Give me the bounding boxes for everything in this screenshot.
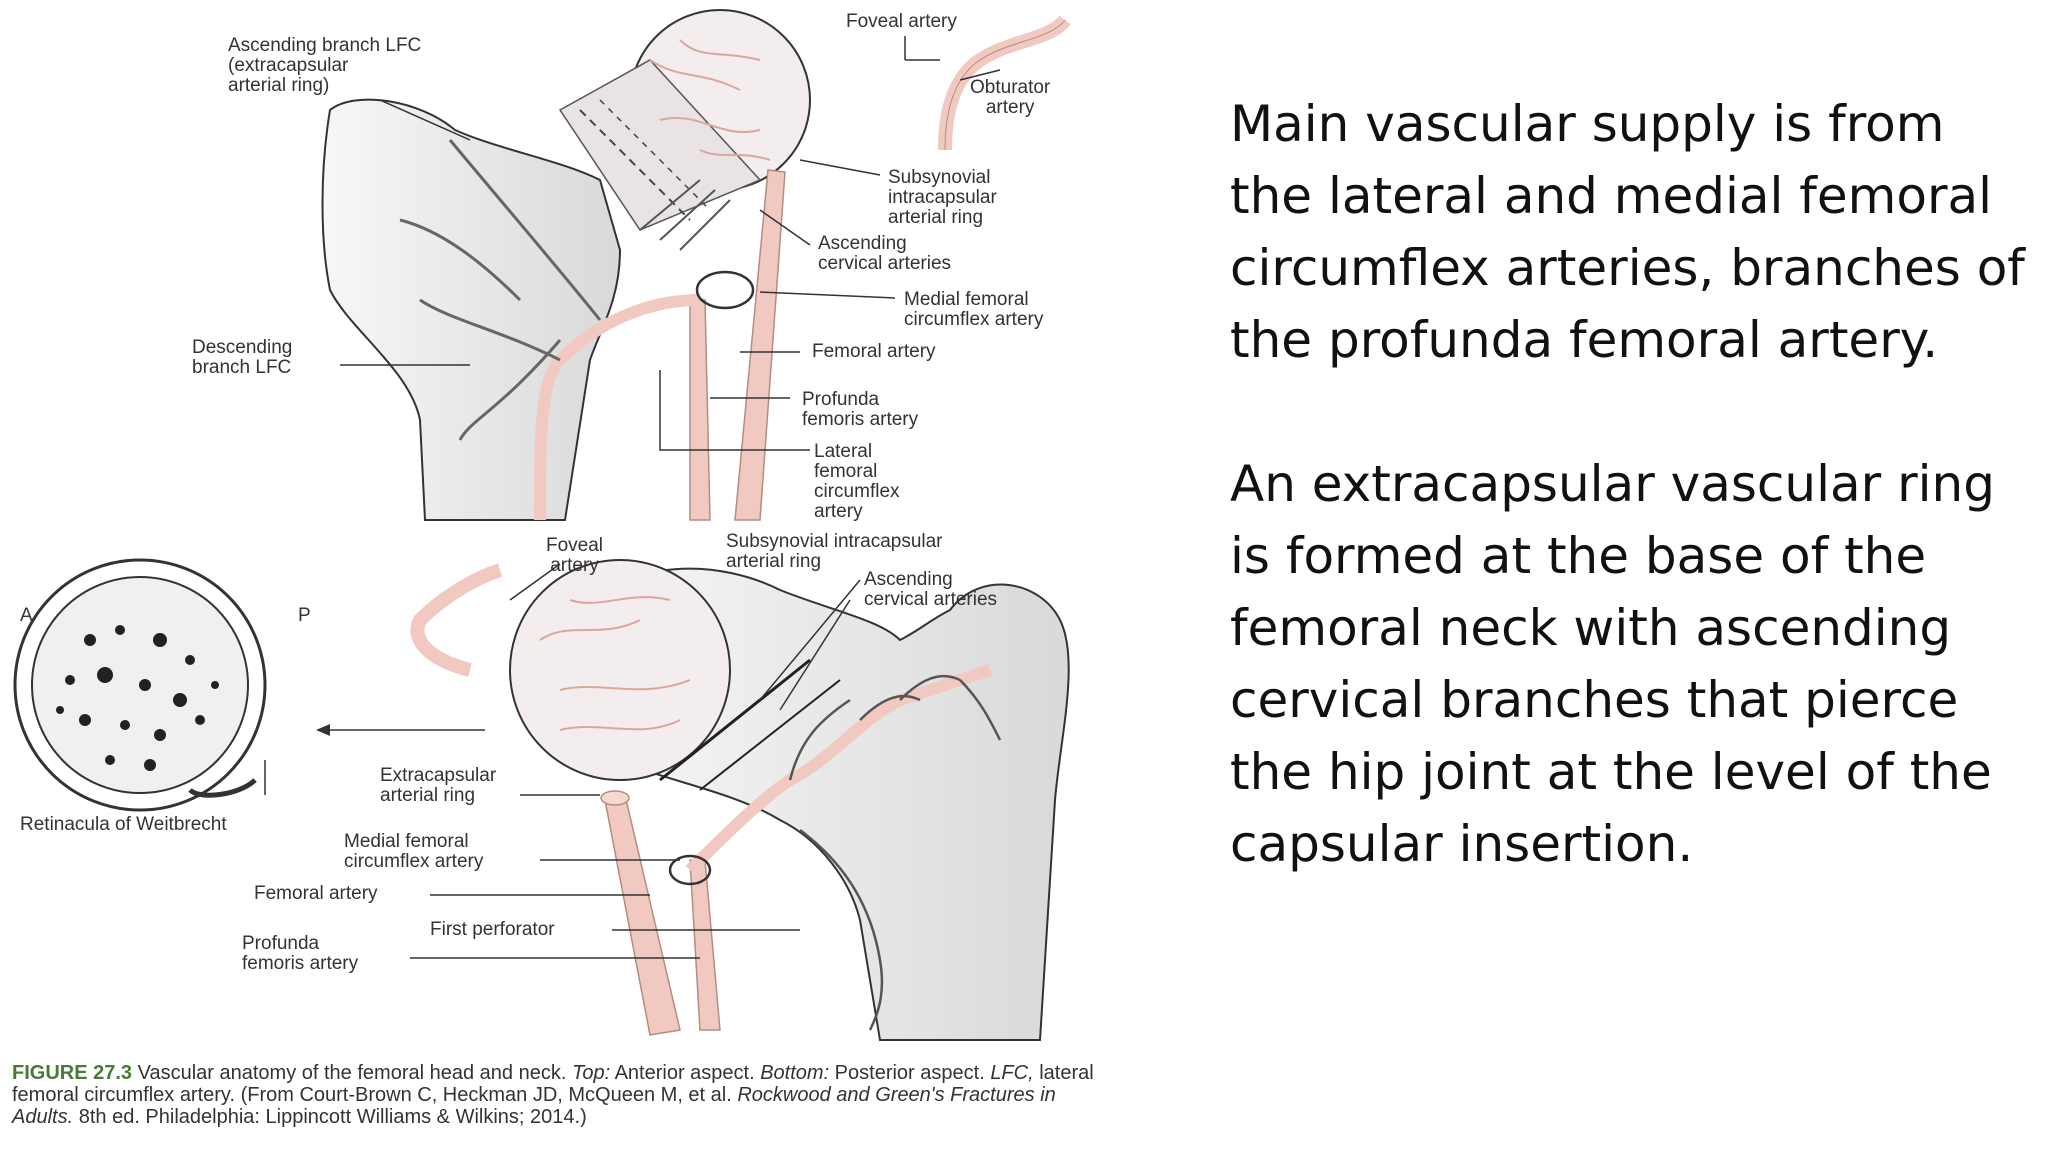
label-top-ascending-cervical: Ascending cervical arteries bbox=[818, 233, 952, 274]
label-bottom-subsynovial-ring: Subsynovial intracapsular arterial ring bbox=[726, 531, 943, 572]
label-cross-section-p: P bbox=[298, 605, 311, 626]
label-top-foveal-artery: Foveal artery bbox=[846, 11, 957, 32]
label-top-profunda-femoris: Profunda femoris artery bbox=[802, 389, 919, 430]
vascular-anatomy-figure: Foveal artery Ascending branch LFC (extr… bbox=[12, 9, 1107, 1128]
label-top-descending-branch-lfc: Descending branch LFC bbox=[192, 337, 293, 378]
label-bottom-profunda-femoris: Profunda femoris artery bbox=[242, 933, 359, 974]
caption-lfc-abbrev: LFC, bbox=[990, 1062, 1034, 1084]
bottom-ring-line-2 bbox=[699, 679, 841, 791]
top-lfc-branches bbox=[399, 139, 602, 441]
label-bottom-medial-femoral-circumflex: Medial femoral circumflex artery bbox=[344, 831, 484, 872]
cross-section-arrow bbox=[316, 724, 330, 736]
bottom-mfc-branches bbox=[788, 674, 1002, 781]
label-top-subsynovial-ring: Subsynovial intracapsular arterial ring bbox=[888, 167, 997, 228]
label-bottom-femoral-artery: Femoral artery bbox=[254, 883, 378, 904]
top-femoral-neck bbox=[558, 59, 762, 231]
bottom-femoral-artery bbox=[604, 794, 681, 1036]
top-neck-line bbox=[579, 109, 691, 221]
femur-illustration bbox=[13, 9, 1071, 1041]
cross-section-vessel bbox=[188, 778, 257, 798]
top-mfc-loop bbox=[695, 270, 755, 310]
bottom-femur-drawing bbox=[410, 559, 1070, 1041]
bottom-femoral-head bbox=[509, 559, 731, 781]
paragraph-extracapsular-ring: An extracapsular vascular ring is formed… bbox=[1230, 455, 1995, 873]
leader-lines bbox=[264, 36, 1001, 959]
caption-book-title: Rockwood and Green's Fractures in Adults… bbox=[12, 1084, 1056, 1128]
cross-section-drawing bbox=[13, 558, 267, 812]
top-cervical-branches bbox=[639, 179, 731, 251]
label-top-medial-femoral-circumflex: Medial femoral circumflex artery bbox=[904, 289, 1044, 330]
label-bottom-first-perforator: First perforator bbox=[430, 919, 555, 940]
caption-text-2: Anterior aspect. bbox=[610, 1062, 761, 1084]
figure-caption: FIGURE 27.3 Vascular anatomy of the femo… bbox=[12, 1062, 1107, 1128]
top-femoral-artery bbox=[734, 169, 786, 521]
bottom-foveal-artery bbox=[410, 563, 503, 677]
bottom-mfc-artery bbox=[685, 664, 992, 875]
bottom-femoral-artery-cut bbox=[600, 790, 630, 806]
label-bottom-foveal-artery: Foveal artery bbox=[546, 535, 604, 576]
paragraph-vascular-supply: Main vascular supply is from the lateral… bbox=[1230, 95, 2025, 369]
bottom-mfc-loop bbox=[668, 854, 712, 886]
top-femur-bone bbox=[321, 98, 622, 521]
bottom-profunda-artery bbox=[689, 859, 721, 1031]
trabecular-dots bbox=[56, 625, 219, 771]
bottom-head-vessels bbox=[539, 596, 691, 731]
caption-text-4: lateral femoral circumflex artery. (From… bbox=[12, 1062, 1094, 1106]
top-femur-drawing bbox=[321, 9, 1071, 521]
top-profunda-artery bbox=[689, 299, 711, 521]
text-panel: Main vascular supply is from the lateral… bbox=[1230, 88, 2030, 952]
caption-text-5: 8th ed. Philadelphia: Lippincott William… bbox=[73, 1106, 587, 1128]
bottom-ring-line bbox=[659, 658, 811, 782]
top-head-vessels bbox=[649, 39, 771, 161]
label-bottom-extracapsular-ring: Extracapsular arterial ring bbox=[380, 765, 497, 806]
label-top-lateral-femoral-circumflex: Lateral femoral circumflex artery bbox=[814, 441, 900, 522]
label-bottom-ascending-cervical: Ascending cervical arteries bbox=[864, 569, 998, 610]
label-top-ascending-branch-lfc: Ascending branch LFC (extracapsular arte… bbox=[228, 35, 422, 96]
top-neck-line-2 bbox=[599, 99, 711, 211]
caption-text-3: Posterior aspect. bbox=[829, 1062, 991, 1084]
label-retinacula-of-weitbrecht: Retinacula of Weitbrecht bbox=[20, 814, 227, 835]
label-cross-section-a: A bbox=[20, 605, 33, 626]
label-top-obturator-artery: Obturator artery bbox=[970, 77, 1051, 118]
caption-figure-number: FIGURE 27.3 bbox=[12, 1062, 133, 1084]
bottom-first-perforator bbox=[799, 829, 884, 1031]
caption-bottom-label: Bottom: bbox=[760, 1062, 830, 1084]
caption-top-label: Top: bbox=[571, 1062, 611, 1084]
label-top-femoral-artery: Femoral artery bbox=[812, 341, 936, 362]
top-obturator-artery-outline bbox=[944, 19, 1066, 151]
caption-text-1: Vascular anatomy of the femoral head and… bbox=[132, 1062, 572, 1084]
